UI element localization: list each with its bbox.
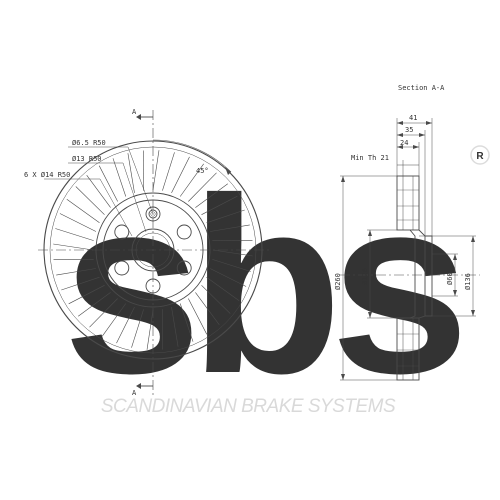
bolt-hole [176,260,192,276]
section-friction-ring-bottom [396,317,420,381]
cooling-vane [195,183,228,208]
cooling-vane [210,224,250,232]
dim-136-label: Ø136 [464,273,472,290]
cooling-vane [206,276,240,301]
angle-label: 45° [196,167,209,175]
min-thickness-label: Min Th 21 [351,154,389,162]
sbs-watermark-logo: sbs [63,146,460,425]
cooling-vane [188,298,208,335]
cooling-vane [146,309,154,350]
dim-24-label: 24 [400,139,408,147]
pin-hole-chamfer [150,211,156,217]
cooling-vane [98,165,118,202]
cooling-vane [68,285,105,305]
center-bore-chamfer [135,232,171,268]
section-marker-bottom: A [132,389,137,397]
bolt-hole [145,278,161,294]
dim-35-label: 35 [405,126,413,134]
cooling-vane [171,156,190,194]
section-marker-top: A [132,108,137,116]
cooling-vane [89,298,118,328]
cooling-vane [86,175,111,208]
leader-pin-hole [68,146,154,215]
cooling-vane [116,306,135,344]
cooling-vane [131,309,144,348]
watermark-tagline: SCANDINAVIAN BRAKE SYSTEMS [101,396,396,417]
cooling-vane [102,303,127,337]
cooling-vane [66,199,100,224]
registered-mark-letter: R [476,151,484,162]
dim-260-label: Ø260 [334,273,342,290]
section-view [340,118,480,381]
center-hole-label: Ø13 R50 [72,155,102,163]
cooling-vane [61,276,100,291]
cooling-vane [59,213,97,232]
disc-outer-edge [43,140,263,360]
bolt-holes [114,206,192,294]
cooling-vane [201,195,238,215]
vent-ring-outer [49,146,257,354]
dim-126-label: Ø126 [361,268,369,285]
cooling-vane [127,153,135,193]
section-a-arrow-top [136,114,153,120]
section-a-arrow-bottom [136,383,153,389]
cooling-vane [188,172,217,202]
dimension-arrowheads [341,121,475,380]
cooling-vane [56,268,96,276]
cooling-vane [179,303,194,342]
cooling-vane [171,307,179,347]
cooling-vane [112,158,127,197]
cooling-vane [152,150,160,191]
bolt-hole [145,206,161,222]
front-view [38,110,272,398]
cooling-vane [195,292,220,325]
angle-arc-45 [152,139,232,173]
dim-60-label: Ø60 [446,272,454,285]
dim-41-label: 41 [409,114,417,122]
cooling-vane [162,152,175,191]
section-title: Section A-A [398,84,445,92]
cooling-vane [179,163,204,197]
cooling-vane [206,209,245,224]
cooling-vane [55,228,94,241]
registered-mark: R [470,145,490,165]
friction-ring-inner-edge [95,192,211,308]
pin-hole [148,209,158,219]
cooling-vane [75,186,105,215]
cooling-vanes [53,150,253,350]
cooling-vane [53,243,94,251]
cooling-vane [212,259,251,272]
cooling-vane [78,292,111,317]
cooling-vane [201,285,231,314]
bolt-hole [176,224,192,240]
bolt-hole [114,260,130,276]
leader-center-hole [68,162,147,233]
section-friction-ring-top [396,175,420,231]
bolt-hole [114,224,130,240]
pin-hole-label: Ø6.5 R50 [72,139,106,147]
leader-bolt-holes [44,178,133,237]
center-bore [131,228,175,272]
bolt-holes-label: 6 X Ø14 R50 [24,171,70,179]
cooling-vane [209,268,247,287]
hat-outer-edge [102,199,204,301]
cooling-vane [212,249,253,257]
